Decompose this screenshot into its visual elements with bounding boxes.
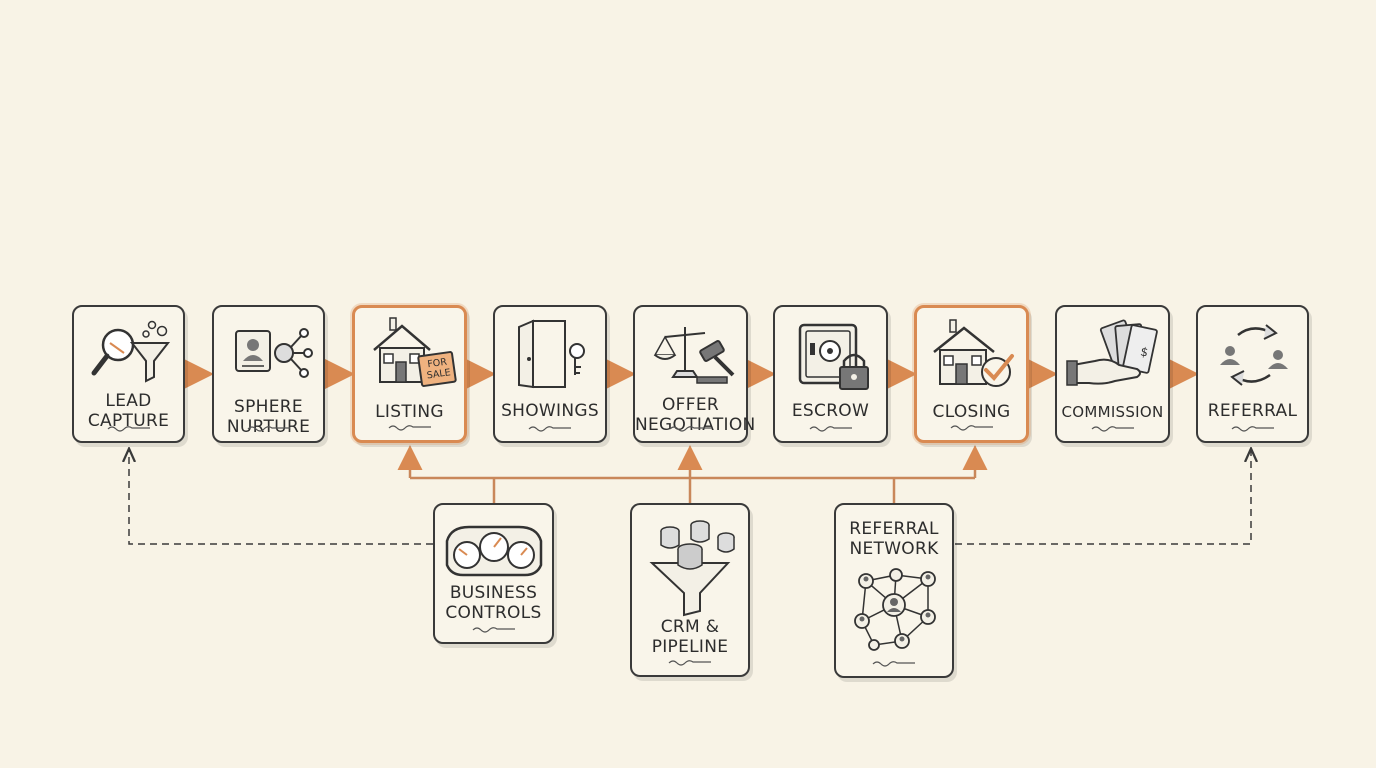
support-bus xyxy=(397,445,988,503)
stage-label: SHOWINGS xyxy=(501,401,599,421)
for-sale-line-2: SALE xyxy=(426,367,451,381)
squiggle-decoration xyxy=(247,426,290,432)
stage-label: OFFER NEGOTIATION xyxy=(635,395,756,435)
stage-label: LISTING xyxy=(375,402,444,422)
squiggle-decoration xyxy=(388,425,431,431)
recycle-people-icon xyxy=(1219,324,1288,386)
support-label: BUSINESS CONTROLS xyxy=(445,583,542,623)
squiggle-decoration xyxy=(872,661,915,667)
support-card-referral-network[interactable]: REFERRAL NETWORK xyxy=(834,503,954,678)
database-funnel-icon xyxy=(649,520,735,617)
stage-card-sphere-nurture[interactable]: SPHERE NURTURE xyxy=(212,305,325,443)
hand-money-icon: $ xyxy=(1065,319,1158,386)
squiggle-decoration xyxy=(1091,426,1134,432)
stage-card-listing[interactable]: FORSALE LISTING xyxy=(352,305,467,443)
squiggle-decoration xyxy=(950,425,993,431)
squiggle-decoration xyxy=(1231,426,1274,432)
contact-network-icon xyxy=(234,328,313,378)
stage-card-offer-negotiation[interactable]: OFFER NEGOTIATION xyxy=(633,305,756,443)
stage-label: COMMISSION xyxy=(1061,403,1164,421)
squiggle-decoration xyxy=(668,660,711,666)
support-card-crm-pipeline[interactable]: CRM & PIPELINE xyxy=(630,503,750,677)
people-network-icon xyxy=(854,568,936,651)
stage-card-showings[interactable]: SHOWINGS xyxy=(493,305,607,443)
stage-card-escrow[interactable]: ESCROW xyxy=(773,305,888,443)
safe-lock-icon xyxy=(798,323,869,390)
stage-label: LEAD CAPTURE xyxy=(87,391,170,431)
squiggle-decoration xyxy=(669,426,712,432)
squiggle-decoration xyxy=(809,426,852,432)
stage-card-lead-capture[interactable]: LEAD CAPTURE xyxy=(72,305,185,443)
squiggle-decoration xyxy=(107,426,150,432)
door-key-icon xyxy=(518,319,585,389)
support-card-business-controls[interactable]: BUSINESS CONTROLS xyxy=(433,503,554,644)
stage-card-commission[interactable]: $ COMMISSION xyxy=(1055,305,1170,443)
funnel-magnifier-icon xyxy=(91,320,170,383)
dashed-links xyxy=(129,450,1251,545)
svg-text:$: $ xyxy=(1139,344,1149,359)
squiggle-decoration xyxy=(528,426,571,432)
house-check-icon xyxy=(932,319,1014,387)
for-sale-sign-text: FORSALE xyxy=(424,356,451,381)
support-label: REFERRAL NETWORK xyxy=(849,519,939,559)
gauges-icon xyxy=(445,525,542,577)
stage-card-referral[interactable]: REFERRAL xyxy=(1196,305,1309,443)
scales-gavel-icon xyxy=(653,327,734,384)
for-sale-line-1: FOR xyxy=(426,357,447,371)
house-for-sale-icon: FORSALE xyxy=(372,317,457,387)
stage-label: REFERRAL xyxy=(1207,401,1298,421)
stage-card-closing[interactable]: CLOSING xyxy=(914,305,1029,443)
squiggle-decoration xyxy=(472,627,515,633)
stage-label: ESCROW xyxy=(791,401,870,421)
support-label: CRM & PIPELINE xyxy=(651,617,729,657)
stage-label: CLOSING xyxy=(932,402,1011,422)
